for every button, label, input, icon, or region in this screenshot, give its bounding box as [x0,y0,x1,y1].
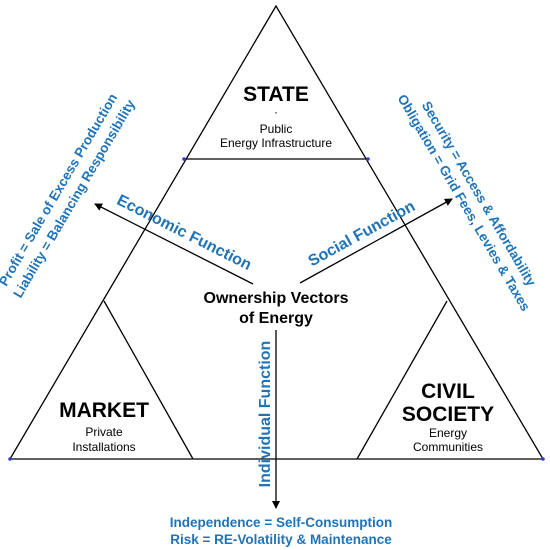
state-dot: · [274,105,278,119]
corner-dot-right [541,457,545,461]
civil-title-line2: SOCIETY [402,403,494,426]
social-arrow [299,198,453,284]
corner-dot-state-left [182,157,186,161]
civil-title-line1: CIVIL [421,380,475,403]
social-function-label: Social Function [306,198,419,270]
economic-arrow [94,203,254,285]
corner-dot-left [8,457,12,461]
civil-sub1: Energy [429,426,467,440]
civil-society-divider-line [356,300,448,460]
center-line2: of Energy [239,310,313,327]
state-title: STATE [243,83,309,106]
civil-sub2: Communities [413,440,483,454]
economic-function-label: Economic Function [114,192,254,274]
right-side-line1: Security = Access & Affordability [419,99,539,290]
bottom-line2: Risk = RE-Volatility & Maintenance [170,532,392,547]
corner-dot-state-right [366,157,370,161]
market-divider-line [103,300,194,460]
market-sub2: Installations [72,440,135,454]
individual-function-label: Individual Function [257,341,274,488]
right-side-line2: Obligation = Grid Fees, Levies & Taxes [395,92,534,314]
center-line1: Ownership Vectors [204,290,349,307]
market-sub1: Private [85,425,123,439]
state-sub2: Energy Infrastructure [220,136,332,150]
state-sub1: Public [260,122,293,136]
bottom-line1: Independence = Self-Consumption [170,515,392,530]
left-side-line1: Profit = Sale of Excess Production [0,91,120,289]
market-title: MARKET [59,399,149,422]
